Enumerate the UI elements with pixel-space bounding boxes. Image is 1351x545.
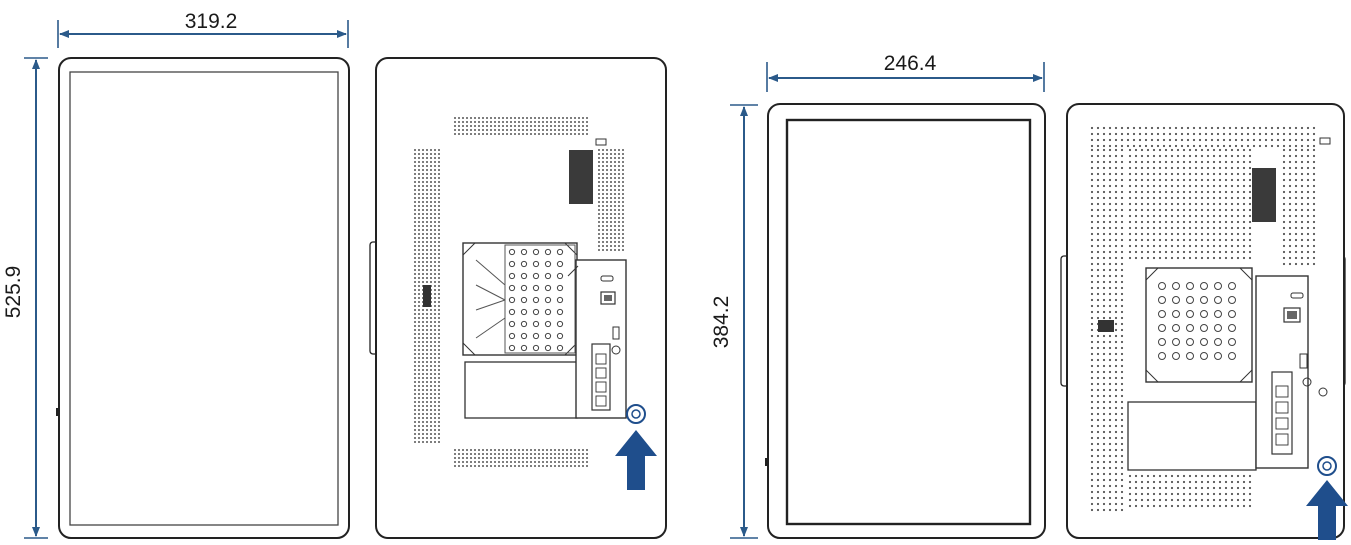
up-arrow-icon [1306,480,1348,540]
large-width-dimension: 319.2 [57,10,349,48]
large-back-label-sticker [569,150,593,204]
small-width-dimension: 246.4 [766,52,1045,92]
small-width-label: 246.4 [884,52,937,75]
small-vesa-plate [1145,267,1253,383]
up-arrow-icon [615,430,657,490]
screw-icon [1317,456,1337,476]
large-vesa-plate [462,242,578,356]
screw-icon [626,404,646,424]
small-front-view [765,103,1046,539]
large-width-label: 319.2 [185,10,238,33]
small-height-dimension: 384.2 [710,104,758,539]
small-io-bay [1255,275,1328,469]
large-io-bay [567,259,627,419]
large-height-label: 525.9 [2,266,25,319]
large-front-view [56,57,350,539]
small-height-label: 384.2 [710,296,733,349]
small-back-view [1060,103,1348,540]
large-height-dimension: 525.9 [2,57,48,539]
large-back-view [369,57,667,539]
small-back-label-sticker [1252,168,1276,222]
